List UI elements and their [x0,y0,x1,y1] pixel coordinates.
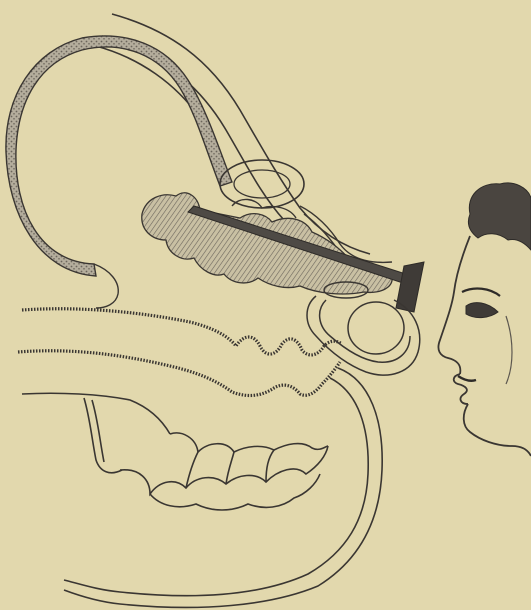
anatomical-illustration [0,0,531,610]
illustration-canvas [0,0,531,610]
